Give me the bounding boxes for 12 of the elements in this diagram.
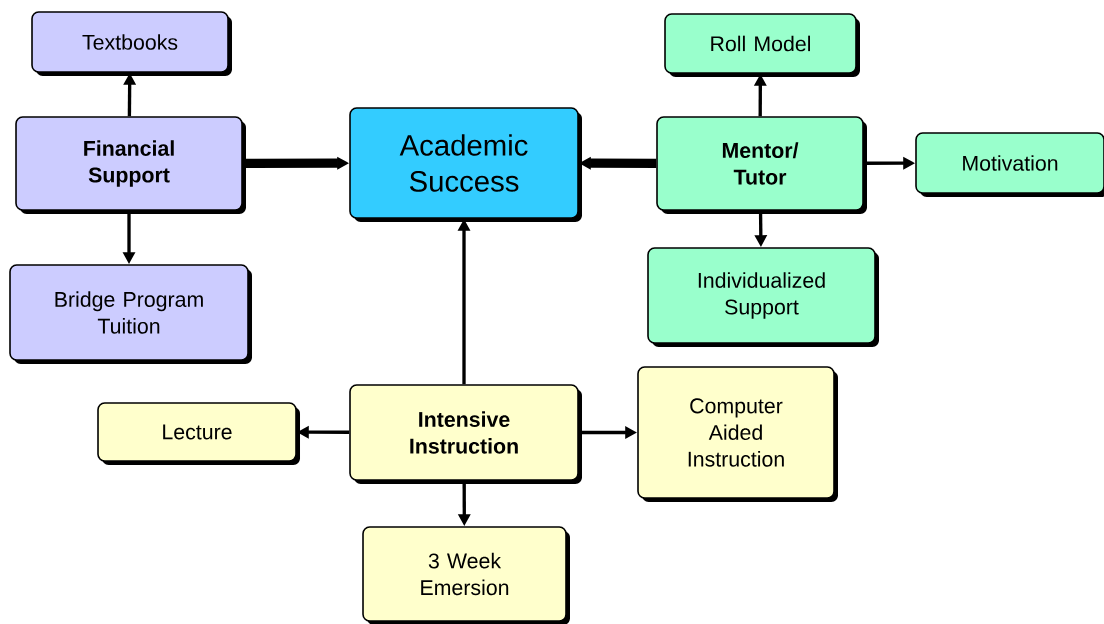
process-box: Computer Aided Instruction	[637, 366, 838, 502]
process-box: Roll Model	[664, 13, 860, 77]
process-box: Individualized Support	[647, 247, 879, 347]
process-box: 3 Week Emersion	[362, 526, 570, 624]
process-box: Textbooks	[31, 11, 232, 76]
process-box: Mentor/ Tutor	[656, 116, 867, 214]
process-box: Bridge Program Tuition	[9, 264, 252, 364]
process-box: Intensive Instruction	[349, 384, 582, 484]
process-box: Motivation	[915, 132, 1104, 197]
process-box: Lecture	[97, 402, 300, 465]
process-box: Financial Support	[15, 116, 246, 214]
goal-box: Academic Success	[349, 107, 582, 222]
